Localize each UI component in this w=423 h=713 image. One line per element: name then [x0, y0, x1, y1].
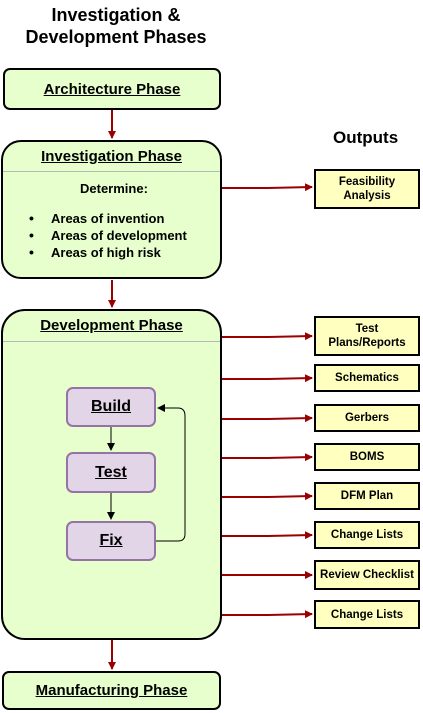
- architecture-phase-box: Architecture Phase: [3, 68, 221, 110]
- title-line-2: Development Phases: [25, 27, 207, 47]
- investigation-phase-box: Investigation Phase Determine: Areas of …: [1, 140, 222, 279]
- output-label-line-1: Feasibility: [338, 176, 396, 188]
- output-label-line-1: Test: [355, 323, 379, 335]
- architecture-phase-title: Architecture Phase: [43, 80, 181, 98]
- arrow-to-output-9: [222, 610, 313, 619]
- arrow-to-output-3: [222, 374, 313, 383]
- arrow-to-output-1: [222, 183, 313, 192]
- list-item: Areas of development: [25, 227, 187, 244]
- development-divider: [3, 341, 220, 342]
- diagram-title: Investigation & Development Phases: [0, 4, 232, 48]
- manufacturing-phase-title: Manufacturing Phase: [35, 682, 188, 699]
- output-boms: BOMS: [314, 443, 420, 471]
- output-label-line-2: Analysis: [343, 190, 391, 202]
- output-feasibility-analysis: Feasibility Analysis: [314, 169, 420, 209]
- output-change-lists-1: Change Lists: [314, 521, 420, 549]
- output-dfm-plan: DFM Plan: [314, 482, 420, 510]
- output-gerbers: Gerbers: [314, 404, 420, 432]
- arrow-to-output-7: [222, 531, 313, 540]
- arrow-to-output-2: [222, 332, 313, 341]
- investigation-phase-title: Investigation Phase: [41, 148, 182, 165]
- determine-label: Determine:: [80, 181, 148, 196]
- output-schematics: Schematics: [314, 364, 420, 392]
- list-item: Areas of invention: [25, 210, 187, 227]
- development-phase-title: Development Phase: [40, 317, 183, 334]
- manufacturing-phase-box: Manufacturing Phase: [2, 671, 221, 710]
- output-label-line-2: Plans/Reports: [328, 337, 406, 349]
- arrow-to-output-5: [222, 453, 313, 462]
- arrow-to-output-4: [222, 414, 313, 423]
- investigation-divider: [3, 171, 220, 172]
- outputs-header: Outputs: [333, 128, 399, 147]
- output-review-checklist: Review Checklist: [314, 560, 420, 590]
- investigation-list: Areas of invention Areas of development …: [25, 210, 187, 261]
- output-change-lists-2: Change Lists: [314, 600, 420, 629]
- list-item: Areas of high risk: [25, 244, 187, 261]
- arrow-fix-to-build: [156, 404, 186, 542]
- arrow-to-output-6: [222, 492, 313, 501]
- title-line-1: Investigation &: [51, 5, 181, 25]
- output-test-plans-reports: Test Plans/Reports: [314, 316, 420, 356]
- test-step: Test: [66, 452, 156, 493]
- fix-step: Fix: [66, 521, 156, 561]
- build-step: Build: [66, 387, 156, 427]
